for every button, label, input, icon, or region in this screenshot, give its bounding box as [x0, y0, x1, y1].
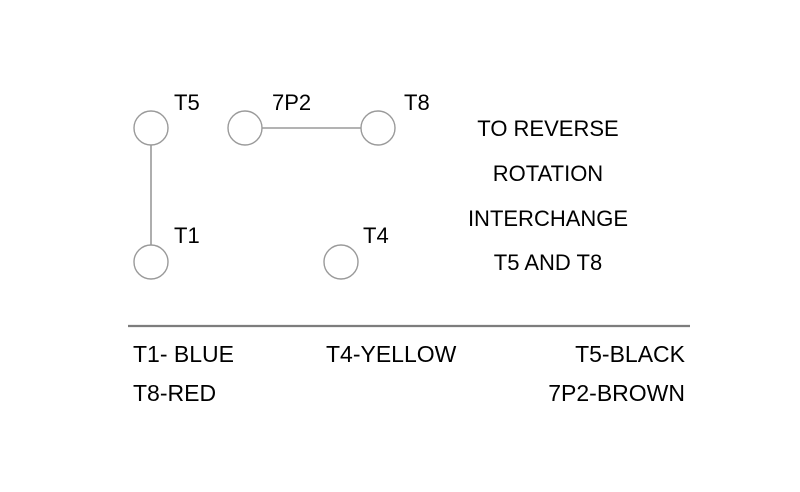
- terminal-circle-t1[interactable]: [133, 244, 169, 280]
- legend-item-t5: T5-BLACK: [575, 341, 686, 367]
- instruction-line-1: TO REVERSE: [477, 116, 618, 141]
- terminal-label-t4: T4: [363, 223, 389, 248]
- legend-item-7p2: 7P2-BROWN: [548, 380, 685, 406]
- instruction-line-3: INTERCHANGE: [468, 206, 628, 231]
- legend-item-t8: T8-RED: [133, 380, 216, 406]
- terminal-circle-t4[interactable]: [323, 244, 359, 280]
- terminal-circle-t8[interactable]: [360, 110, 396, 146]
- terminal-label-t1: T1: [174, 223, 200, 248]
- wire-group: [150, 127, 361, 245]
- legend: T1- BLUE T8-RED T4-YELLOW T5-BLACK 7P2-B…: [133, 341, 686, 406]
- instruction-line-4: T5 AND T8: [494, 250, 602, 275]
- terminal-circle-7p2[interactable]: [227, 110, 263, 146]
- legend-item-t1: T1- BLUE: [133, 341, 234, 367]
- terminal-label-t8: T8: [404, 90, 430, 115]
- instruction-line-2: ROTATION: [493, 161, 603, 186]
- terminal-label-group: T5 7P2 T8 T1 T4: [174, 90, 430, 248]
- terminal-circle-t5[interactable]: [133, 110, 169, 146]
- terminal-label-t5: T5: [174, 90, 200, 115]
- terminal-label-7p2: 7P2: [272, 90, 311, 115]
- instruction-note: TO REVERSE ROTATION INTERCHANGE T5 AND T…: [468, 116, 628, 275]
- legend-item-t4: T4-YELLOW: [326, 341, 457, 367]
- terminal-group: [133, 110, 396, 280]
